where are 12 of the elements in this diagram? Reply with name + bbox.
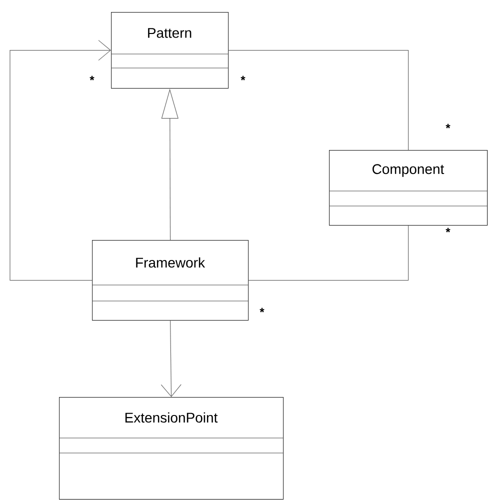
multiplicity-label: * [260, 308, 264, 312]
class-box: Component [328, 150, 488, 226]
association-line [228, 50, 409, 150]
multiplicity-label: * [240, 76, 246, 80]
association-arrow [10, 40, 111, 281]
association-line [248, 225, 409, 281]
multiplicity-label: * [446, 124, 450, 128]
class-box: Pattern [110, 12, 229, 89]
multiplicity-label: * [90, 76, 94, 80]
association-arrow [160, 320, 182, 397]
class-box: ExtensionPoint [58, 397, 284, 500]
class-box: Framework [92, 240, 249, 321]
